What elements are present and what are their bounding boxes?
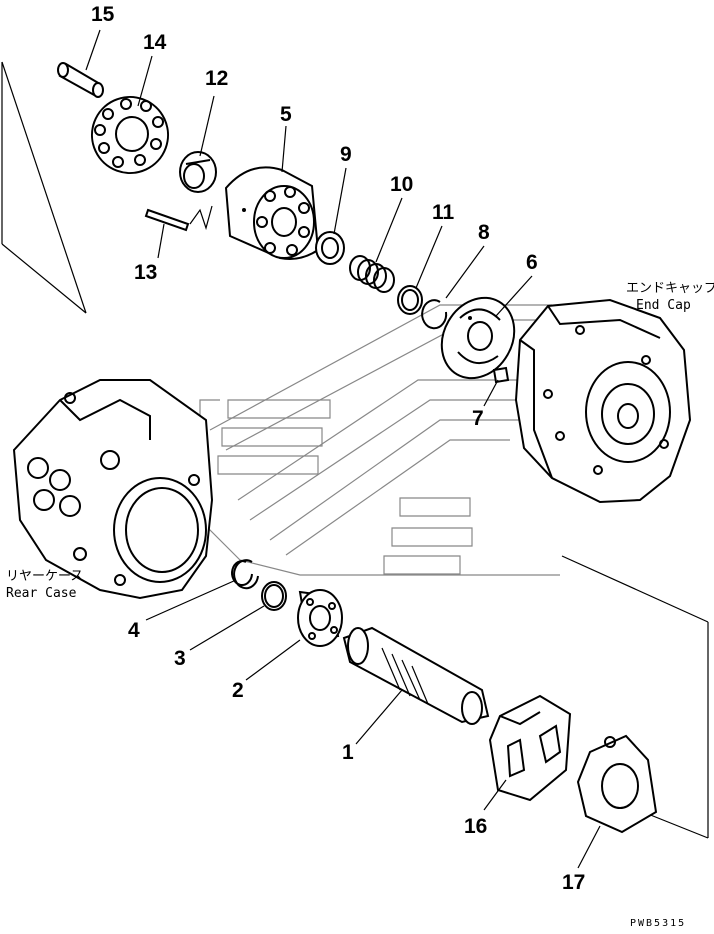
part-13-pin [144, 205, 213, 232]
callout-10: 10 [390, 173, 414, 196]
end-cap-label-en: End Cap [636, 298, 691, 313]
part-7-pin [492, 366, 510, 384]
callout-17: 17 [562, 871, 586, 894]
part-6-valve-plate [440, 296, 516, 380]
part-14-retainer-plate [91, 96, 169, 174]
rear-case-label-jp: リヤーケース [6, 569, 84, 584]
callout-11: 11 [432, 201, 455, 224]
callout-4: 4 [128, 619, 140, 642]
callout-6: 6 [526, 251, 538, 274]
end-cap-label-jp: エンドキャップ [626, 281, 714, 296]
part-10-spring [349, 255, 395, 293]
callout-13: 13 [134, 261, 158, 284]
part-15-pin [57, 62, 104, 98]
ghost-body-outline [199, 304, 560, 576]
frame-lines [1, 61, 709, 839]
callout-8: 8 [478, 221, 490, 244]
drawing-code: PWB5315 [630, 918, 687, 929]
callout-2: 2 [232, 679, 244, 702]
part-4-snap-ring [231, 559, 259, 590]
callout-5: 5 [280, 103, 292, 126]
rear-case-label-en: Rear Case [6, 586, 77, 601]
part-16-swash-plate [488, 694, 572, 802]
callout-1: 1 [342, 741, 354, 764]
part-17-support [576, 734, 658, 834]
part-1-shaft [342, 626, 490, 725]
part-3-shim-ring [261, 581, 287, 611]
callout-12: 12 [205, 67, 229, 90]
rear-case-housing [12, 379, 214, 600]
leader-lines [85, 29, 601, 869]
end-cap-housing [514, 298, 692, 504]
part-5-cylinder-block [224, 166, 320, 260]
part-12-bushing [179, 151, 217, 193]
callout-9: 9 [340, 143, 352, 166]
callout-15: 15 [91, 3, 115, 26]
part-9-spring-seat [315, 231, 345, 265]
callout-7: 7 [472, 407, 484, 430]
callout-14: 14 [143, 31, 167, 54]
part-11-washer [397, 285, 423, 315]
part-8-snap-ring [421, 299, 448, 330]
callout-16: 16 [464, 815, 488, 838]
part-2-bearing [297, 589, 343, 647]
callout-3: 3 [174, 647, 186, 670]
